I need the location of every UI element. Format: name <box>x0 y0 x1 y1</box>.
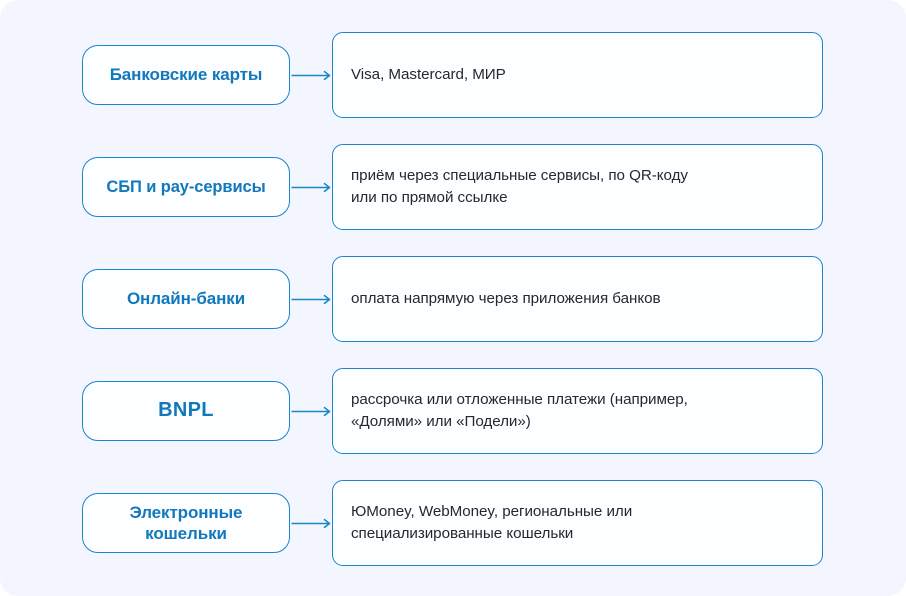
description-text: рассрочка или отложенные платежи (наприм… <box>351 391 688 430</box>
category-label: Электронные кошельки <box>129 502 243 543</box>
diagram-row: Банковские карты Visa, Mastercard, МИР <box>0 27 906 123</box>
diagram-row: BNPL рассрочка или отложенные платежи (н… <box>0 363 906 459</box>
category-box-sbp-pay[interactable]: СБП и pay-сервисы <box>82 157 290 217</box>
category-label: Онлайн-банки <box>126 289 246 309</box>
description-box-sbp-pay: приём через специальные сервисы, по QR-к… <box>332 144 823 230</box>
arrow-right-icon <box>291 70 331 81</box>
diagram-row: Онлайн-банки оплата напрямую через прило… <box>0 251 906 347</box>
description-box-bnpl: рассрочка или отложенные платежи (наприм… <box>332 368 823 454</box>
description-box-bank-cards: Visa, Mastercard, МИР <box>332 32 823 118</box>
description-box-online-banks: оплата напрямую через приложения банков <box>332 256 823 342</box>
diagram-row: СБП и pay-сервисы приём через специальны… <box>0 139 906 235</box>
category-label: Банковские карты <box>109 65 263 85</box>
description-box-e-wallets: ЮMoney, WebMoney, региональные или специ… <box>332 480 823 566</box>
description-text: ЮMoney, WebMoney, региональные или специ… <box>351 503 633 542</box>
category-box-bank-cards[interactable]: Банковские карты <box>82 45 290 105</box>
description-text: Visa, Mastercard, МИР <box>351 66 506 84</box>
description-text: приём через специальные сервисы, по QR-к… <box>351 167 688 206</box>
diagram-row: Электронные кошельки ЮMoney, WebMoney, р… <box>0 475 906 571</box>
category-label: СБП и pay-сервисы <box>106 177 266 196</box>
arrow-right-icon <box>291 518 331 529</box>
category-box-bnpl[interactable]: BNPL <box>82 381 290 441</box>
category-label: BNPL <box>158 399 214 422</box>
category-box-online-banks[interactable]: Онлайн-банки <box>82 269 290 329</box>
arrow-right-icon <box>291 182 331 193</box>
arrow-right-icon <box>291 294 331 305</box>
description-text: оплата напрямую через приложения банков <box>351 290 661 308</box>
category-box-e-wallets[interactable]: Электронные кошельки <box>82 493 290 553</box>
arrow-right-icon <box>291 406 331 417</box>
